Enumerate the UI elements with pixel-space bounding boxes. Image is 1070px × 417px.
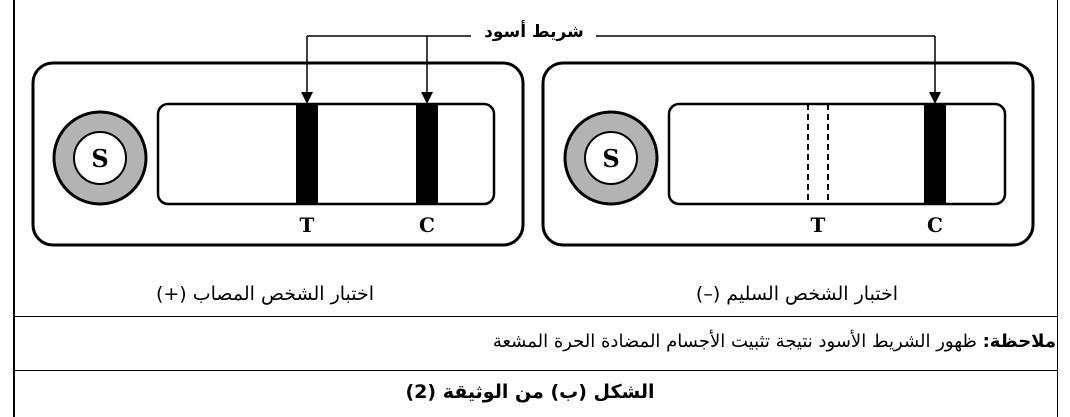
note-prefix: ملاحظة:: [982, 331, 1056, 352]
arrowhead-infected-c: [421, 92, 433, 104]
healthy-caption: اختبار الشخص السليم (–): [695, 283, 899, 305]
figure-caption: الشكل (ب) من الوثيقة (2): [405, 381, 655, 403]
infected-cassette: [31, 61, 525, 247]
infected-c-band: [416, 104, 438, 204]
healthy-c-band: [924, 104, 946, 204]
divider-top: [14, 316, 1058, 317]
healthy-sample-well: [584, 131, 638, 185]
healthy-t-label: T: [811, 213, 826, 237]
infected-c-label: C: [419, 213, 435, 237]
healthy-c-label: C: [927, 213, 943, 237]
healthy-sample-label: S: [602, 144, 619, 173]
healthy-cassette: [541, 61, 1035, 247]
healthy-strip: [667, 102, 1007, 206]
test-strips-diagram: S T C S T C: [31, 35, 1035, 247]
black-band-label: شريط أسود: [484, 22, 584, 42]
infected-t-band: [296, 104, 318, 204]
note-text: ظهور الشريط الأسود نتيجة تثبيت الأجسام ا…: [492, 331, 977, 352]
infected-sample-well: [73, 131, 127, 185]
infected-t-label: T: [300, 213, 315, 237]
arrowhead-healthy-c: [929, 92, 941, 104]
infected-sample-label: S: [91, 144, 108, 173]
infected-strip: [156, 102, 496, 206]
page-border-left: [13, 0, 15, 417]
arrowhead-infected-t: [301, 92, 313, 104]
page-border-right: [1057, 0, 1058, 417]
divider-bottom: [14, 370, 1058, 371]
note-line: ملاحظة: ظهور الشريط الأسود نتيجة تثبيت ا…: [340, 331, 1056, 352]
infected-caption: اختبار الشخص المصاب (+): [155, 283, 375, 305]
